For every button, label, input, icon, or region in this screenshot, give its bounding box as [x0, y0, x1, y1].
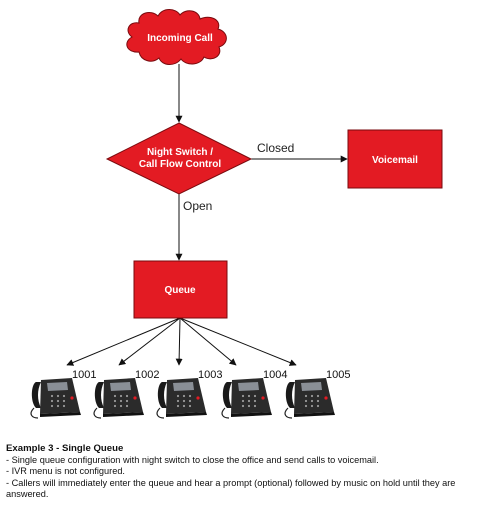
desk-phone-icon [93, 377, 145, 419]
edge-queue-to-phone [175, 317, 183, 366]
edge-queue-to-phone [118, 317, 181, 366]
closed-label: Closed [257, 141, 294, 155]
edge-queue-to-phone [179, 317, 237, 366]
queue-to-phone-edges [66, 317, 297, 366]
call-flow-diagram: Incoming Call Night Switch / Call Flow C… [30, 9, 443, 419]
night-switch-label-line1: Night Switch / [147, 147, 213, 158]
caption-title: Example 3 - Single Queue [6, 443, 124, 454]
phone-node: 1004 [221, 369, 287, 419]
voicemail-label: Voicemail [372, 155, 418, 166]
queue-box [133, 260, 228, 319]
phone-node: 1002 [93, 369, 159, 419]
edge-queue-to-phone [179, 317, 297, 366]
caption-line: - IVR menu is not configured. [6, 466, 125, 477]
cloud-shape [126, 9, 227, 65]
phone-extension-label: 1004 [263, 369, 287, 381]
caption-line: - Single queue configuration with night … [6, 454, 379, 465]
phone-node: 1001 [30, 369, 96, 419]
phone-extension-label: 1002 [135, 369, 159, 381]
phone-node: 1005 [284, 369, 350, 419]
incoming-call-label: Incoming Call [147, 33, 213, 44]
voicemail-node: Voicemail [347, 129, 443, 189]
phone-node: 1003 [156, 369, 222, 419]
edge-queue-to-phone [66, 317, 181, 366]
voicemail-box [347, 129, 443, 189]
phone-extension-label: 1001 [72, 369, 96, 381]
night-switch-node: Night Switch / Call Flow Control [105, 122, 253, 195]
queue-label: Queue [164, 285, 196, 296]
incoming-call-node: Incoming Call [126, 9, 227, 65]
desk-phone-icon [284, 377, 336, 419]
caption-line: - Callers will immediately enter the que… [6, 477, 456, 500]
caption: Example 3 - Single Queue - Single queue … [6, 443, 486, 501]
night-switch-label-line2: Call Flow Control [139, 159, 221, 170]
phone-extension-label: 1003 [198, 369, 222, 381]
queue-node: Queue [133, 260, 228, 319]
decision-diamond [105, 122, 253, 195]
desk-phone-icon [156, 377, 208, 419]
phones-row: 1001 1002 1003 1004 1005 [30, 369, 350, 419]
desk-phone-icon [30, 377, 82, 419]
phone-extension-label: 1005 [326, 369, 350, 381]
open-label: Open [183, 199, 212, 213]
desk-phone-icon [221, 377, 273, 419]
